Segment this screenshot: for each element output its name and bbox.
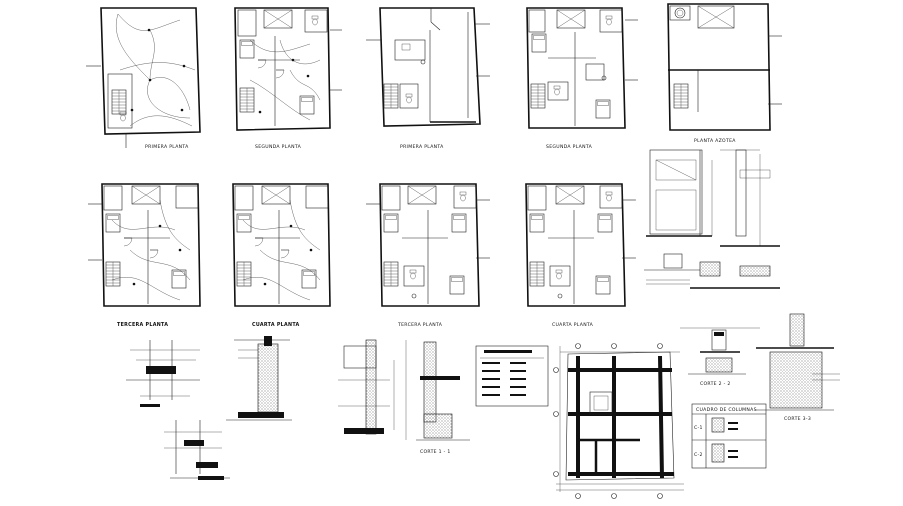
plan-label-segunda-planta: SEGUNDA PLANTA [255,144,302,150]
legend-table [475,345,549,407]
plan-label-planta-azotea: PLANTA AZOTEA [694,138,736,144]
riser-diagram-left [126,340,230,480]
plan-segunda-planta-electrica: SEGUNDA PLANTA [234,7,342,150]
plan-label-segunda-planta-2: SEGUNDA PLANTA [546,144,593,150]
wall-section-detail [226,336,292,421]
plan-label-tercera-planta-2: TERCERA PLANTA [397,322,443,328]
section-label-corte-1-1: CORTE 1 - 1 [420,449,451,455]
foundation-plan [553,343,684,499]
plan-label-cuarta-planta: CUARTA PLANTA [252,322,300,328]
plan-azotea: PLANTA AZOTEA [667,3,782,144]
plan-label-primera-planta: PRIMERA PLANTA [145,144,189,150]
corte-3-3-detail: CORTE 3-3 [756,313,840,422]
detail-elevation-right [644,149,780,289]
cuadro-de-columnas: CUADRO DE COLUMNAS C-1 C-2 [691,403,767,469]
plan-cuarta-planta-electrica: CUARTA PLANTA [232,183,331,328]
plan-label-cuarta-planta-2: CUARTA PLANTA [552,322,594,328]
plan-cuarta-planta-sanitaria: CUARTA PLANTA [525,183,636,328]
plan-tercera-planta-electrica: TERCERA PLANTA [88,183,201,328]
column-label-c2: C-2 [694,452,703,458]
corte-1-1-detail: CORTE 1 - 1 [338,339,470,455]
plan-label-tercera-planta: TERCERA PLANTA [117,322,168,328]
plan-segunda-planta-sanitaria: SEGUNDA PLANTA [526,7,638,150]
plan-label-primera-planta-2: PRIMERA PLANTA [400,144,444,150]
column-label-c1: C-1 [694,425,703,431]
plan-tercera-planta-sanitaria: TERCERA PLANTA [366,183,490,328]
table-title-cuadro-de-columnas: CUADRO DE COLUMNAS [696,407,757,413]
corte-2-2-detail: CORTE 2 - 2 [680,327,760,387]
section-label-corte-2-2: CORTE 2 - 2 [700,381,731,387]
plan-primera-planta-electrica: PRIMERA PLANTA [86,7,201,150]
section-label-corte-3-3: CORTE 3-3 [784,416,811,422]
plan-primera-planta-sanitaria: PRIMERA PLANTA [366,7,490,150]
